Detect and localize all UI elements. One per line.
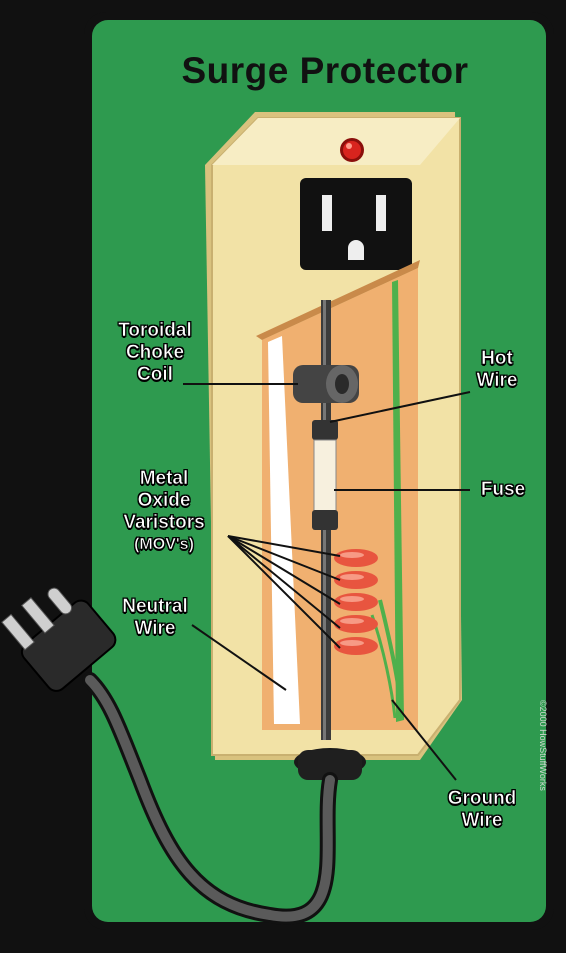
label-hot-wire: Hot Wire xyxy=(462,348,532,392)
label-line: Neutral xyxy=(122,596,188,618)
label-ground-wire: Ground Wire xyxy=(432,788,532,832)
label-line: Varistors xyxy=(123,512,205,534)
diagram-title: Surge Protector xyxy=(181,50,469,91)
power-cord xyxy=(85,675,335,922)
label-line: (MOV's) xyxy=(134,536,194,554)
label-line: Choke xyxy=(125,342,185,364)
label-line: Oxide xyxy=(137,490,191,512)
label-line: Toroidal xyxy=(118,320,192,342)
ground-wire-strip xyxy=(392,280,404,722)
plug-icon xyxy=(1,587,117,692)
label-line: Wire xyxy=(476,370,518,392)
label-line: Ground xyxy=(447,788,517,810)
label-line: Wire xyxy=(134,618,176,640)
label-line: Wire xyxy=(461,810,503,832)
leader-lines xyxy=(183,383,471,781)
label-fuse: Fuse xyxy=(468,479,538,501)
label-line: Coil xyxy=(137,364,173,386)
fuse xyxy=(313,439,337,513)
label-line: Metal xyxy=(139,468,189,490)
label-line: Hot xyxy=(481,348,513,370)
label-metal-oxide-varistors: Metal Oxide Varistors (MOV's) xyxy=(108,468,220,556)
neutral-wire-strip xyxy=(268,336,300,724)
fuse-cap-bottom xyxy=(312,510,338,530)
label-neutral-wire: Neutral Wire xyxy=(105,596,205,640)
movs xyxy=(334,549,378,655)
label-toroidal-choke-coil: Toroidal Choke Coil xyxy=(100,320,210,386)
housing-top xyxy=(212,118,460,165)
fuse-cap-top xyxy=(312,420,338,440)
credit-text: ©2000 HowStuffWorks xyxy=(538,700,548,791)
label-line: Fuse xyxy=(480,479,526,501)
